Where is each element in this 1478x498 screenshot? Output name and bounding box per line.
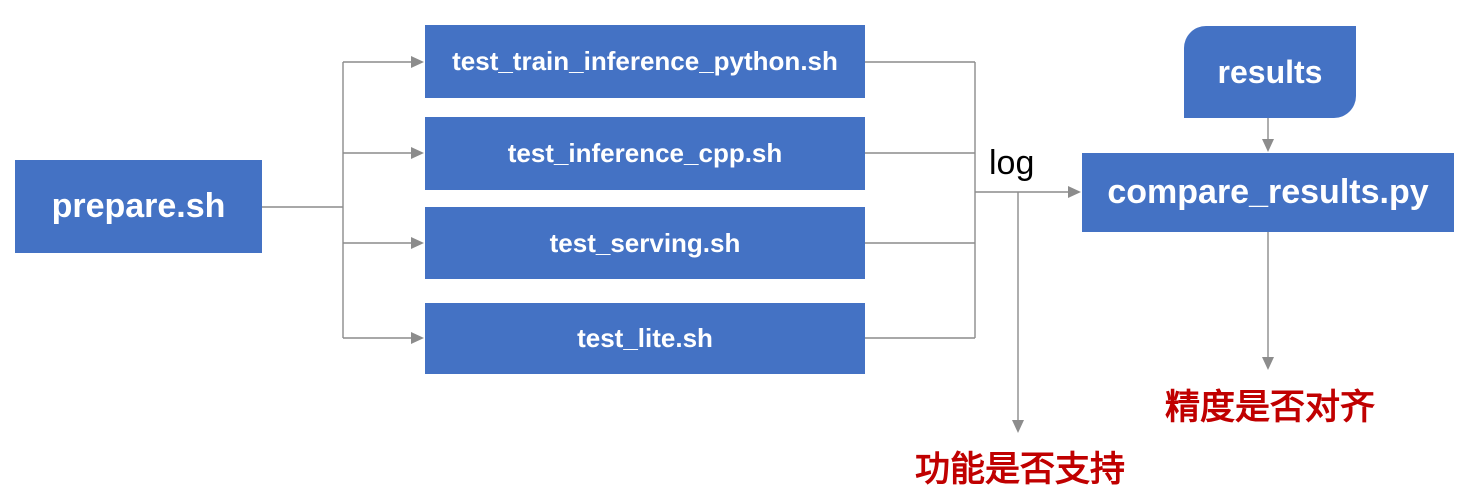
node-test-serving-sh: test_serving.sh bbox=[425, 207, 865, 279]
edge-branch-to-test-cpp bbox=[343, 147, 424, 159]
node-results: results bbox=[1184, 26, 1356, 118]
edge-branch-to-test-lite bbox=[343, 332, 424, 344]
edge-label-log: log bbox=[989, 144, 1035, 182]
node-test-lite-sh: test_lite.sh bbox=[425, 303, 865, 374]
edge-log-to-function-support bbox=[1012, 192, 1024, 433]
edge-log-to-compare bbox=[975, 186, 1081, 198]
edge-compare-to-precision bbox=[1262, 232, 1274, 370]
edge-prepare-to-branch bbox=[262, 62, 344, 338]
annotation-function-support: 功能是否支持 bbox=[915, 450, 1126, 489]
node-test-train-inference-python-sh: test_train_inference_python.sh bbox=[425, 25, 865, 98]
node-test-inference-cpp-sh: test_inference_cpp.sh bbox=[425, 117, 865, 190]
edge-branch-to-test-serving bbox=[343, 237, 424, 249]
node-prepare-sh: prepare.sh bbox=[15, 160, 262, 253]
node-compare-results-py: compare_results.py bbox=[1082, 153, 1454, 232]
edge-branch-to-test-train bbox=[343, 56, 424, 68]
edge-tests-to-collector bbox=[865, 61, 976, 339]
edge-results-to-compare bbox=[1262, 118, 1274, 152]
annotation-precision-alignment: 精度是否对齐 bbox=[1165, 388, 1376, 427]
